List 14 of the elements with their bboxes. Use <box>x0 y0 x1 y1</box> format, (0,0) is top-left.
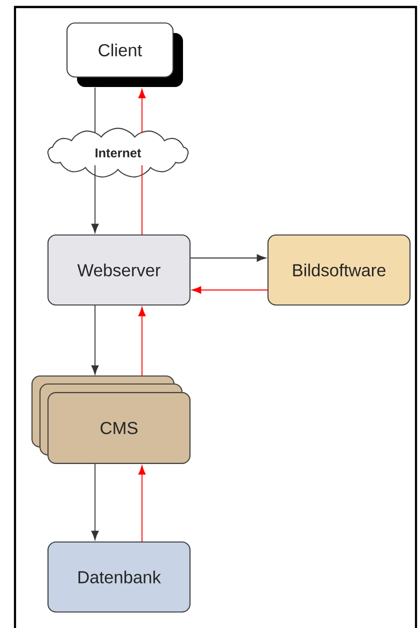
arrow <box>91 305 99 375</box>
arrow <box>138 465 146 542</box>
arrow <box>190 254 266 262</box>
arrow <box>91 464 99 540</box>
arrow <box>138 89 146 134</box>
arrow <box>138 307 146 376</box>
process-box: Webserver <box>47 234 191 306</box>
internet-cloud: Internet <box>47 128 189 178</box>
process-box: Bildsoftware <box>267 234 411 306</box>
arrow <box>91 164 99 234</box>
arrow <box>192 286 268 294</box>
process-box: Datenbank <box>47 541 191 613</box>
stacked-box: CMS <box>31 375 191 464</box>
client-box: Client <box>66 22 183 87</box>
